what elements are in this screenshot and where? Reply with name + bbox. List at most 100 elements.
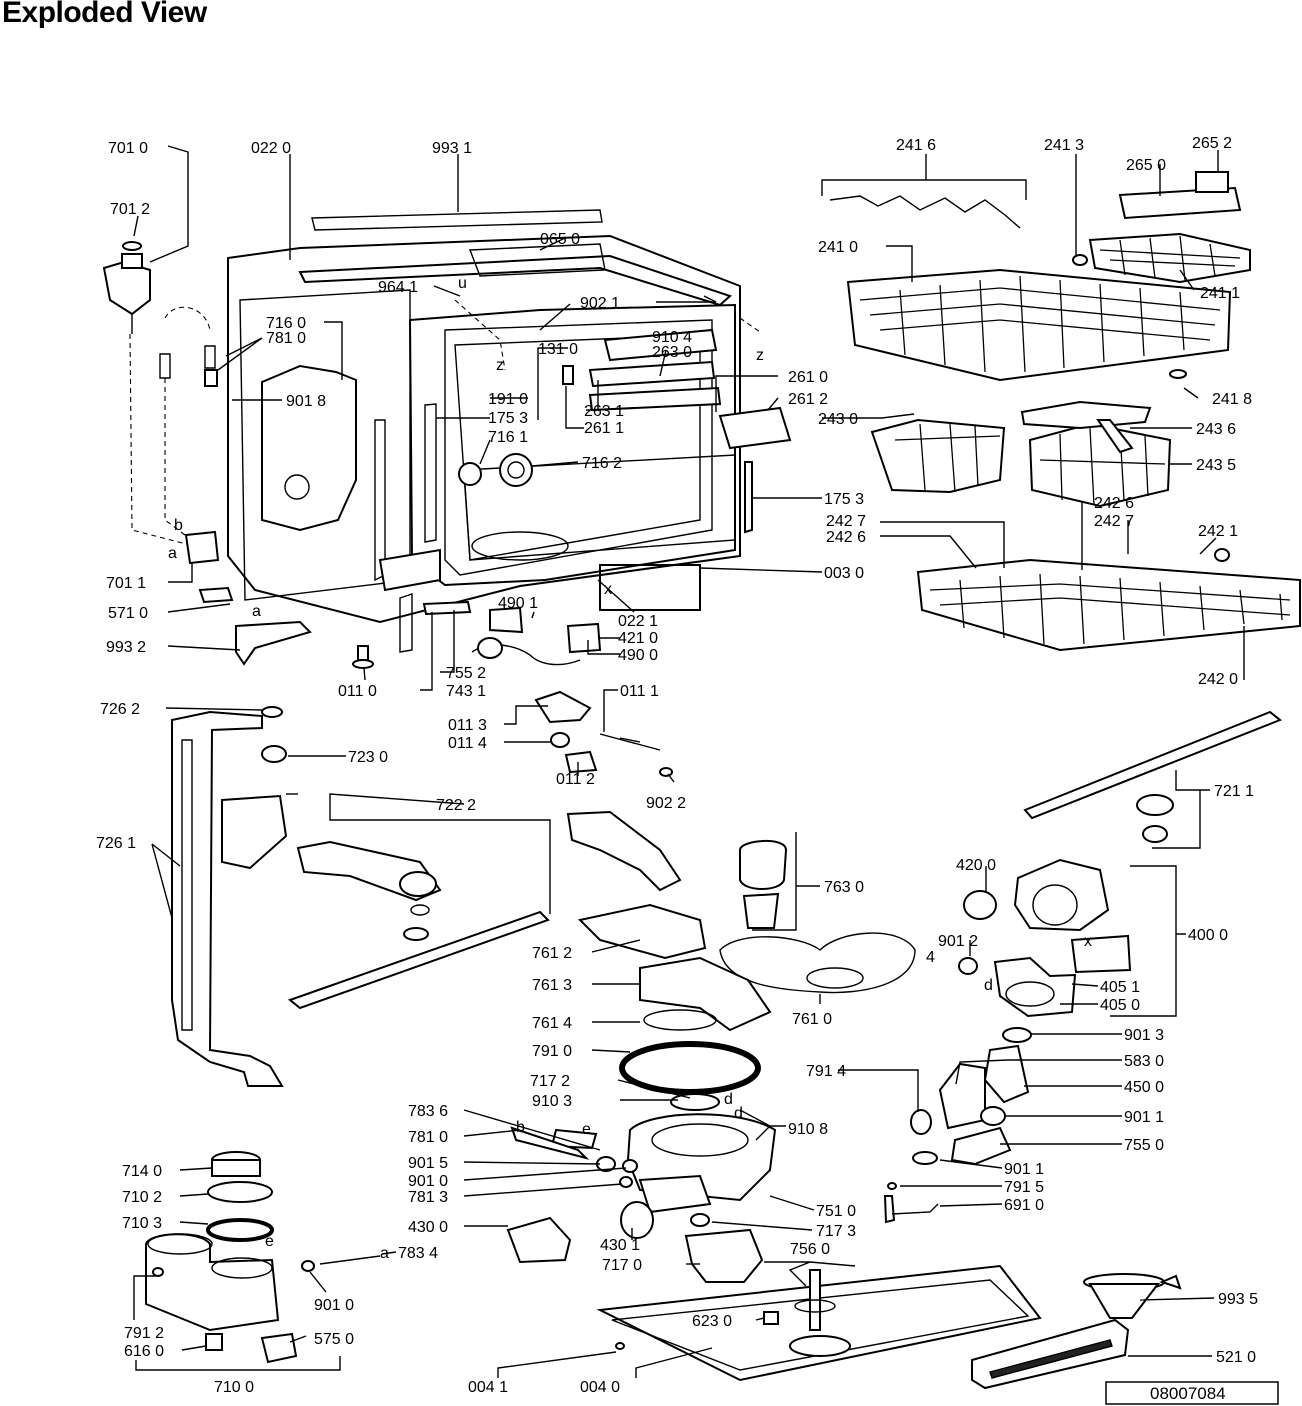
label-243-0: 243 0 [818, 411, 858, 428]
label-405-0: 405 0 [1100, 997, 1140, 1014]
label-761-4: 761 4 [532, 1015, 572, 1032]
label-430-0: 430 0 [408, 1219, 448, 1236]
label-781-0-b: 781 0 [408, 1129, 448, 1146]
label-421-0: 421 0 [618, 630, 658, 647]
label-011-4: 011 4 [448, 735, 487, 752]
label-004-0: 004 0 [580, 1379, 620, 1396]
label-242-6-b: 242 6 [826, 529, 866, 546]
label-993-2: 993 2 [106, 639, 146, 656]
letter-e-softener: e [265, 1233, 274, 1250]
sump-and-pump-parts [471, 606, 1132, 1283]
label-065-0: 065 0 [540, 231, 580, 248]
label-901-5: 901 5 [408, 1155, 448, 1172]
label-571-0: 571 0 [108, 605, 148, 622]
label-691-0: 691 0 [1004, 1197, 1044, 1214]
label-242-6-a: 242 6 [1094, 495, 1134, 512]
label-781-0: 781 0 [266, 330, 306, 347]
label-022-1: 022 1 [618, 613, 658, 630]
label-791-4: 791 4 [806, 1063, 846, 1080]
label-131-0: 131 0 [538, 341, 578, 358]
label-723-0: 723 0 [348, 749, 388, 766]
cutlery-baskets [870, 400, 1172, 508]
label-011-0: 011 0 [338, 683, 377, 700]
label-781-3: 781 3 [408, 1189, 448, 1206]
letter-d-pump: d [984, 977, 993, 994]
letter-a-fitting: a [252, 603, 261, 620]
label-761-2: 761 2 [532, 945, 572, 962]
label-241-6: 241 6 [896, 137, 936, 154]
label-490-1: 490 1 [498, 595, 538, 612]
label-901-8: 901 8 [286, 393, 326, 410]
leader-lines [133, 145, 1245, 1378]
label-490-0: 490 0 [618, 647, 658, 664]
upper-basket [829, 171, 1251, 382]
label-575-0: 575 0 [314, 1331, 354, 1348]
label-265-0: 265 0 [1126, 157, 1166, 174]
label-756-0: 756 0 [790, 1241, 830, 1258]
label-761-0: 761 0 [792, 1011, 832, 1028]
label-721-1: 721 1 [1214, 783, 1254, 800]
label-791-5: 791 5 [1004, 1179, 1044, 1196]
label-902-1: 902 1 [580, 295, 620, 312]
letter-z-tub: z [496, 357, 504, 374]
document-number: 08007084 [1150, 1384, 1226, 1403]
label-710-3: 710 3 [122, 1215, 162, 1232]
label-783-6: 783 6 [408, 1103, 448, 1120]
label-751-0: 751 0 [816, 1203, 856, 1220]
label-791-0: 791 0 [532, 1043, 572, 1060]
label-716-2: 716 2 [582, 455, 622, 472]
label-583-0: 583 0 [1124, 1053, 1164, 1070]
label-242-1: 242 1 [1198, 523, 1238, 540]
document-number-box: 08007084 [1105, 1381, 1279, 1405]
label-993-5: 993 5 [1218, 1291, 1258, 1308]
label-261-1: 261 1 [584, 420, 624, 437]
label-901-2: 901 2 [938, 933, 978, 950]
door-hinge-parts [102, 241, 374, 669]
label-901-1-b: 901 1 [1004, 1161, 1044, 1178]
label-175-3-b: 175 3 [824, 491, 864, 508]
letter-4: 4 [926, 949, 935, 966]
letter-u: u [458, 275, 467, 292]
label-964-1: 964 1 [378, 279, 418, 296]
label-710-2: 710 2 [122, 1189, 162, 1206]
label-755-2: 755 2 [446, 665, 486, 682]
label-710-0: 710 0 [214, 1379, 254, 1396]
label-242-0: 242 0 [1198, 671, 1238, 688]
label-726-1: 726 1 [96, 835, 136, 852]
label-175-3-a: 175 3 [488, 410, 528, 427]
label-420-0: 420 0 [956, 857, 996, 874]
label-763-0: 763 0 [824, 879, 864, 896]
label-910-8: 910 8 [788, 1121, 828, 1138]
label-901-1-a: 901 1 [1124, 1109, 1164, 1126]
label-701-1: 701 1 [106, 575, 146, 592]
label-261-0: 261 0 [788, 369, 828, 386]
label-717-3: 717 3 [816, 1223, 856, 1240]
label-910-4: 910 4 [652, 329, 692, 346]
label-241-3: 241 3 [1044, 137, 1084, 154]
letter-b-sump: b [516, 1119, 525, 1136]
letter-b-hinge: b [174, 517, 183, 534]
label-241-1: 241 1 [1200, 285, 1240, 302]
label-521-0: 521 0 [1216, 1349, 1256, 1366]
label-242-7-b: 242 7 [1094, 513, 1134, 530]
label-901-3: 901 3 [1124, 1027, 1164, 1044]
label-901-0-a: 901 0 [408, 1173, 448, 1190]
letter-d-sump-2: d [734, 1105, 743, 1122]
letter-z-right: z [756, 347, 764, 364]
label-405-1: 405 1 [1100, 979, 1140, 996]
base-assembly [596, 1264, 1182, 1390]
label-791-2: 791 2 [124, 1325, 164, 1342]
label-623-0: 623 0 [692, 1313, 732, 1330]
label-004-1: 004 1 [468, 1379, 508, 1396]
label-263-1: 263 1 [584, 403, 624, 420]
label-243-6: 243 6 [1196, 421, 1236, 438]
letter-a-hinge: a [168, 545, 177, 562]
lower-basket [916, 548, 1301, 652]
label-265-2: 265 2 [1192, 135, 1232, 152]
label-616-0: 616 0 [124, 1343, 164, 1360]
letter-d-sump: d [724, 1091, 733, 1108]
label-714-0: 714 0 [122, 1163, 162, 1180]
label-761-3: 761 3 [532, 977, 572, 994]
label-430-1: 430 1 [600, 1237, 640, 1254]
label-755-0: 755 0 [1124, 1137, 1164, 1154]
